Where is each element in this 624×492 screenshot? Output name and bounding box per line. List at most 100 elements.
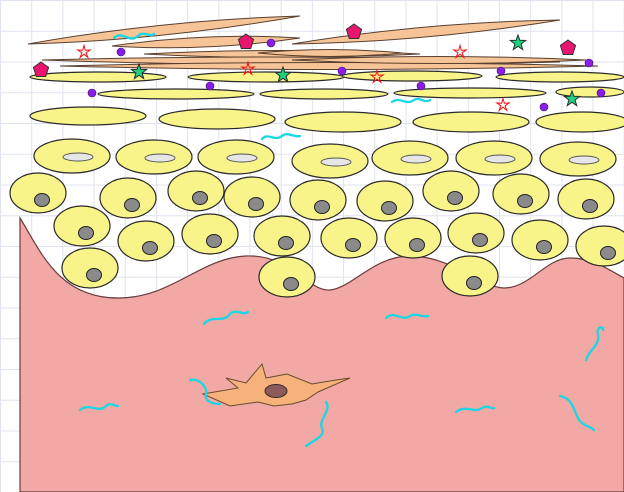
spinous-cell xyxy=(34,139,110,173)
spinous-cell xyxy=(116,140,192,174)
basal-cell-nucleus xyxy=(382,202,397,215)
granular-cell xyxy=(188,72,344,82)
granular-cell xyxy=(260,89,388,99)
basal-cell xyxy=(54,206,110,246)
red-asterisk-icon xyxy=(78,46,90,58)
basal-cell-nucleus xyxy=(583,200,598,213)
spinous-cell xyxy=(372,141,448,175)
basal-cell-body xyxy=(493,174,549,214)
basal-cell-body xyxy=(442,256,498,296)
purple-dot-icon xyxy=(267,39,275,47)
basal-cell xyxy=(321,218,377,258)
basal-cell-nucleus xyxy=(143,242,158,255)
basal-cell-body xyxy=(168,171,224,211)
basal-cell-nucleus xyxy=(279,237,294,250)
spinous-cell-nucleus xyxy=(401,155,431,163)
granular-cell xyxy=(285,112,401,132)
basal-cell-nucleus xyxy=(346,239,361,252)
purple-dot-icon xyxy=(585,59,593,67)
basal-cell-body xyxy=(259,257,315,297)
basal-cell-body xyxy=(100,178,156,218)
basal-cell-nucleus xyxy=(467,277,482,290)
purple-dot-icon xyxy=(88,89,96,97)
granular-cell xyxy=(413,112,529,132)
basal-cell-body xyxy=(512,220,568,260)
basal-cell-body xyxy=(448,213,504,253)
red-asterisk-icon xyxy=(454,46,466,58)
fibroblast-nucleus xyxy=(265,385,287,398)
basal-cell-nucleus xyxy=(410,239,425,252)
basal-cell-body xyxy=(321,218,377,258)
basal-cell xyxy=(100,178,156,218)
basal-cell xyxy=(576,226,624,266)
green-star-icon xyxy=(510,35,525,50)
spinous-cell-nucleus xyxy=(145,154,175,162)
spinous-cell xyxy=(456,141,532,175)
basal-cell-body xyxy=(357,181,413,221)
basal-cell-body xyxy=(182,214,238,254)
basal-cell-nucleus xyxy=(125,199,140,212)
granular-cell xyxy=(30,107,146,125)
purple-dot-icon xyxy=(417,82,425,90)
purple-dot-icon xyxy=(206,82,214,90)
purple-dot-icon xyxy=(597,89,605,97)
basal-cell-nucleus xyxy=(518,195,533,208)
pentagon-icon xyxy=(33,62,48,77)
red-asterisk-icon xyxy=(497,99,509,111)
basal-cell xyxy=(448,213,504,253)
basal-cell xyxy=(442,256,498,296)
basal-cell-body xyxy=(576,226,624,266)
basal-cell xyxy=(290,180,346,220)
spinous-cell-nucleus xyxy=(227,154,257,162)
basal-cell-nucleus xyxy=(473,234,488,247)
basal-cell-body xyxy=(423,171,479,211)
granular-cell xyxy=(556,87,624,97)
basal-cell-nucleus xyxy=(35,194,50,207)
purple-dot-icon xyxy=(497,67,505,75)
spinous-cell xyxy=(198,140,274,174)
granular-cell xyxy=(394,88,546,98)
granular-cell xyxy=(342,71,482,81)
basal-cell xyxy=(512,220,568,260)
basal-cell-body xyxy=(290,180,346,220)
basal-cell-body xyxy=(118,221,174,261)
purple-dot-icon xyxy=(117,48,125,56)
basal-cell-body xyxy=(10,173,66,213)
basal-cell-body xyxy=(62,248,118,288)
fiber-squiggle xyxy=(392,99,430,102)
stratum-spinosum-cells xyxy=(34,139,616,178)
stratum-granulosum-cells xyxy=(30,71,624,132)
basal-cell-body xyxy=(558,179,614,219)
basal-cell xyxy=(385,218,441,258)
basal-cell xyxy=(168,171,224,211)
spinous-cell-nucleus xyxy=(63,153,93,161)
basal-cell-nucleus xyxy=(537,241,552,254)
basal-cell xyxy=(259,257,315,297)
granular-cell xyxy=(30,72,166,82)
basal-cell xyxy=(118,221,174,261)
spinous-cell-nucleus xyxy=(321,158,351,166)
basal-cell xyxy=(357,181,413,221)
basal-cell-nucleus xyxy=(601,247,616,260)
basal-cell-nucleus xyxy=(249,198,264,211)
purple-dot-icon xyxy=(540,103,548,111)
basal-cell-body xyxy=(385,218,441,258)
pentagon-icon xyxy=(346,24,361,39)
basal-cell-nucleus xyxy=(87,269,102,282)
granular-cell xyxy=(496,72,624,82)
basal-cell xyxy=(10,173,66,213)
basal-cell xyxy=(182,214,238,254)
basal-cell-body xyxy=(54,206,110,246)
spinous-cell xyxy=(292,144,368,178)
granular-cell xyxy=(536,112,624,132)
spinous-cell xyxy=(540,142,616,176)
granular-cell xyxy=(159,109,275,129)
basal-cell-nucleus xyxy=(207,235,222,248)
fiber-squiggle xyxy=(262,134,300,139)
basal-cell xyxy=(62,248,118,288)
basal-cell xyxy=(254,216,310,256)
basal-cell-body xyxy=(254,216,310,256)
basal-cell-nucleus xyxy=(79,227,94,240)
pentagon-icon xyxy=(560,40,575,55)
